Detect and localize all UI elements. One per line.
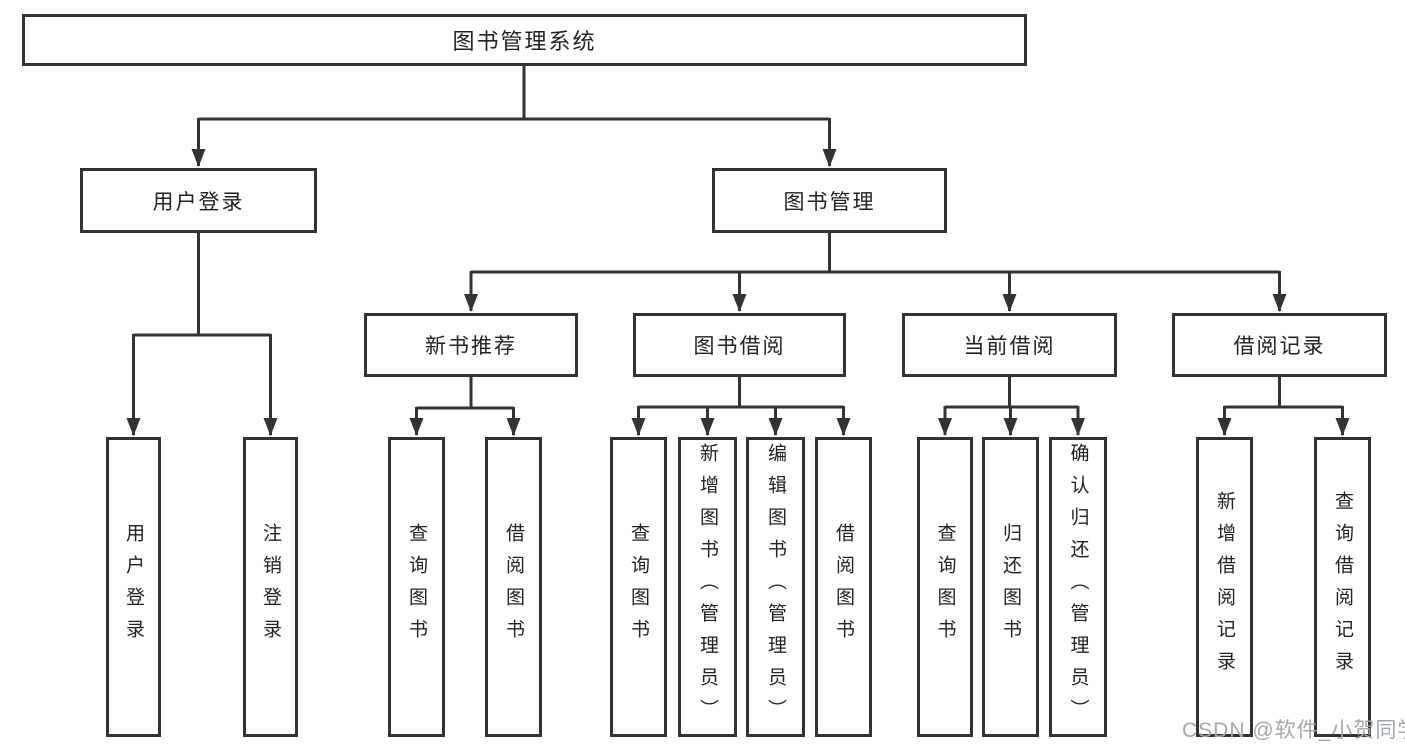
leaf-bb-borrow-books: 借阅图书 — [815, 437, 872, 737]
leaf-bb-edit-books-admin-label: 编辑图书（管理员） — [765, 443, 786, 731]
leaf-bb-borrow-books-label: 借阅图书 — [833, 523, 854, 651]
node-root: 图书管理系统 — [22, 14, 1027, 66]
leaf-cb-return-books-label: 归还图书 — [1000, 523, 1021, 651]
edge-book-borrow-trunk — [638, 377, 844, 409]
leaf-logout-label: 注销登录 — [260, 523, 281, 651]
node-current-borrow-label: 当前借阅 — [963, 335, 1056, 358]
leaf-user-login: 用户登录 — [106, 437, 161, 737]
node-user-login-label: 用户登录 — [152, 190, 245, 214]
leaf-bb-query-books-label: 查询图书 — [628, 523, 649, 651]
leaf-bb-query-books: 查询图书 — [610, 437, 667, 737]
leaf-br-add-record-label: 新增借阅记录 — [1214, 491, 1235, 683]
edge-borrow-records-trunk — [1224, 377, 1343, 409]
leaf-cb-confirm-return-admin-label: 确认归还（管理员） — [1067, 443, 1089, 731]
csdn-watermark: CSDN @软件_小贺同学 — [1182, 719, 1405, 742]
leaf-bb-add-books-admin: 新增图书（管理员） — [678, 437, 737, 737]
leaf-nb-borrow-books-label: 借阅图书 — [503, 523, 524, 651]
leaf-nb-borrow-books: 借阅图书 — [485, 437, 542, 737]
leaf-cb-query-books-label: 查询图书 — [934, 523, 956, 651]
leaf-bb-edit-books-admin: 编辑图书（管理员） — [746, 437, 805, 737]
node-current-borrow: 当前借阅 — [902, 313, 1117, 377]
leaf-user-login-label: 用户登录 — [123, 523, 144, 651]
edge-current-borrow-trunk — [945, 377, 1078, 409]
edge-user-login-trunk — [133, 233, 271, 337]
leaf-cb-confirm-return-admin: 确认归还（管理员） — [1049, 437, 1107, 737]
leaf-nb-query-books-label: 查询图书 — [406, 523, 427, 651]
node-new-book-recommend: 新书推荐 — [364, 313, 578, 377]
leaf-nb-query-books: 查询图书 — [388, 437, 445, 737]
edge-book-management-trunk — [471, 233, 1280, 274]
node-book-borrow: 图书借阅 — [633, 313, 846, 377]
leaf-cb-return-books: 归还图书 — [982, 437, 1039, 737]
leaf-br-query-record: 查询借阅记录 — [1314, 437, 1371, 737]
node-book-borrow-label: 图书借阅 — [693, 335, 786, 358]
leaf-bb-add-books-admin-label: 新增图书（管理员） — [697, 443, 718, 731]
node-borrow-records: 借阅记录 — [1172, 313, 1387, 377]
node-user-login: 用户登录 — [80, 168, 317, 233]
leaf-cb-query-books: 查询图书 — [917, 437, 973, 737]
node-root-label: 图书管理系统 — [452, 29, 597, 54]
leaf-br-query-record-label: 查询借阅记录 — [1332, 491, 1353, 683]
node-new-book-recommend-label: 新书推荐 — [425, 335, 517, 358]
leaf-logout: 注销登录 — [243, 437, 298, 737]
edge-new-book-recommend-trunk — [416, 377, 514, 410]
node-book-management-label: 图书管理 — [783, 190, 876, 214]
node-borrow-records-label: 借阅记录 — [1233, 335, 1326, 358]
edge-root-trunk — [198, 66, 830, 121]
node-book-management: 图书管理 — [712, 168, 947, 233]
leaf-br-add-record: 新增借阅记录 — [1196, 437, 1253, 737]
